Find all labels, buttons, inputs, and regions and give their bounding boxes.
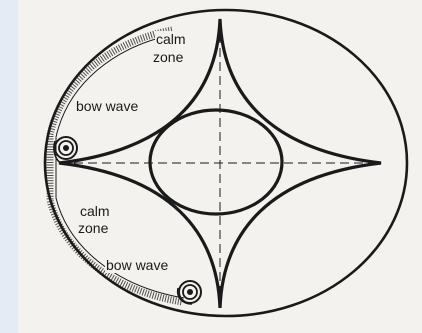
inner-ellipse xyxy=(150,110,282,214)
bow-wave-bottom-label: bow wave xyxy=(105,257,169,273)
bow-wave-top-label: bow wave xyxy=(75,98,139,114)
calm-zone-bottom-label-line1: calm xyxy=(79,203,111,219)
calm-zone-top-label-line1: calm xyxy=(155,31,187,47)
calm-zone-top-label-line2: zone xyxy=(152,49,184,65)
calm-zone-bottom-label-line2: zone xyxy=(77,220,109,236)
bow-wave-vortex-bottom xyxy=(178,281,201,304)
